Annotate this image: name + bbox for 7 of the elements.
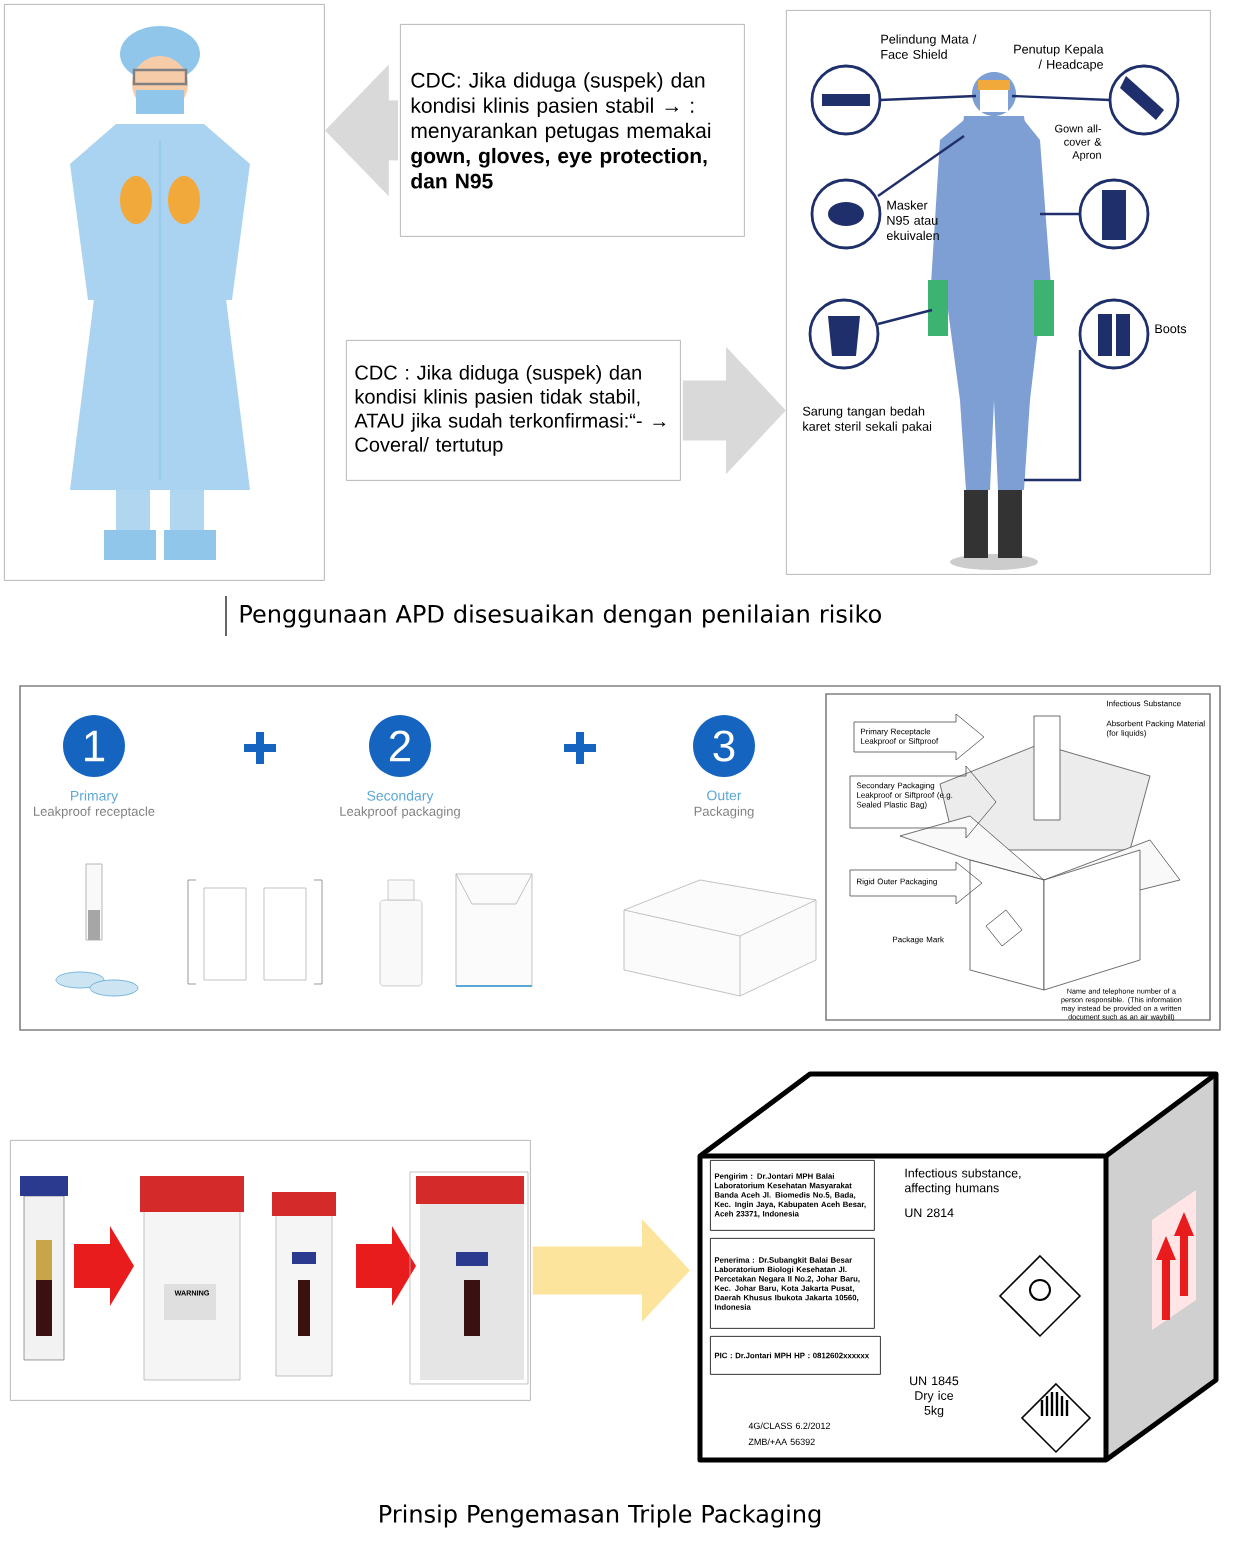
note-box: CDC : Jika diduga (suspek) dan kondisi klinis pasien tidak stabil, ATAU jika sudah terkonfirmasi:“- → Coveral/ tertutup xyxy=(346,340,681,481)
nurse-drawing xyxy=(4,4,325,581)
note-box: CDC: Jika diduga (suspek) dan kondisi klinis pasien stabil → : menyarankan petugas memakai gown, gloves, eye protection, dan N95 xyxy=(400,24,745,237)
caption: Penggunaan APD disesuaikan dengan penilaian risiko xyxy=(240,604,881,628)
ppe-figure-drawing xyxy=(786,10,1211,575)
sample-container-photo xyxy=(10,1140,531,1401)
caption: Prinsip Pengemasan Triple Packaging xyxy=(380,1504,821,1528)
